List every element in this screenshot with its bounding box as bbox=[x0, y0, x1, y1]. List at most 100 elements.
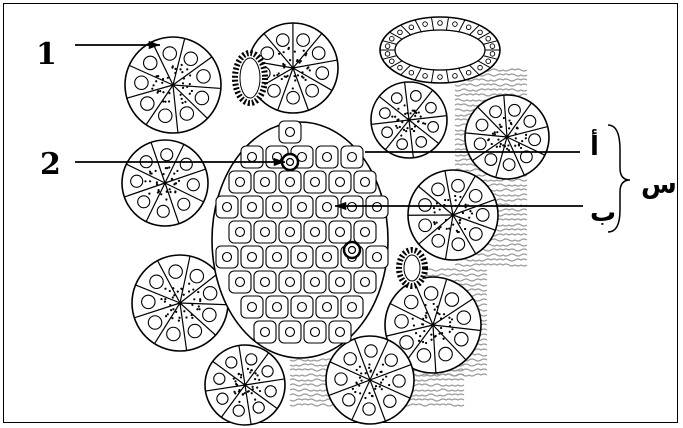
zymogen-granule bbox=[160, 193, 162, 195]
zymogen-granule bbox=[258, 379, 260, 381]
cell-nucleus bbox=[138, 196, 150, 208]
islet-nucleus bbox=[361, 178, 370, 187]
zymogen-granule bbox=[235, 383, 237, 385]
zymogen-granule bbox=[413, 324, 415, 326]
zymogen-granule bbox=[151, 172, 153, 174]
zymogen-granule bbox=[306, 67, 308, 69]
cell-nucleus bbox=[476, 119, 488, 131]
zymogen-granule bbox=[424, 304, 426, 306]
zymogen-granule bbox=[404, 113, 406, 115]
cell-nucleus bbox=[141, 97, 154, 110]
islet-nucleus bbox=[336, 278, 345, 287]
zymogen-granule bbox=[281, 78, 283, 80]
zymogen-granule bbox=[525, 134, 527, 136]
zymogen-granule bbox=[189, 74, 191, 76]
cell-nucleus bbox=[214, 373, 225, 384]
cell-nucleus bbox=[419, 199, 432, 212]
islet-nucleus bbox=[261, 178, 270, 187]
islet-nucleus bbox=[311, 328, 320, 337]
cell-nucleus bbox=[397, 139, 408, 150]
islet-nucleus bbox=[311, 178, 320, 187]
zymogen-granule bbox=[144, 180, 146, 182]
cell-nucleus bbox=[246, 354, 257, 365]
cell-nucleus bbox=[226, 357, 237, 368]
zymogen-granule bbox=[185, 316, 187, 318]
zymogen-granule bbox=[471, 212, 473, 214]
islet-nucleus bbox=[248, 303, 257, 312]
zymogen-granule bbox=[191, 314, 193, 316]
zymogen-granule bbox=[255, 372, 257, 374]
zymogen-granule bbox=[368, 363, 370, 365]
islet-nucleus bbox=[261, 228, 270, 237]
cell-nucleus bbox=[144, 56, 157, 69]
cell-nucleus bbox=[163, 47, 176, 60]
zymogen-granule bbox=[412, 109, 414, 111]
zymogen-granule bbox=[518, 143, 520, 145]
zymogen-granule bbox=[169, 188, 171, 190]
zymogen-granule bbox=[391, 116, 393, 118]
zymogen-granule bbox=[162, 78, 164, 80]
cell-nucleus bbox=[416, 137, 427, 148]
cell-nucleus bbox=[439, 347, 452, 360]
zymogen-granule bbox=[186, 68, 188, 70]
duct-nucleus bbox=[478, 30, 483, 35]
islet-nucleus bbox=[248, 203, 257, 212]
cell-nucleus bbox=[187, 179, 199, 191]
cell-nucleus bbox=[169, 265, 182, 278]
islet-nucleus bbox=[298, 303, 307, 312]
connective-fibre bbox=[455, 259, 527, 261]
zymogen-granule bbox=[238, 389, 240, 391]
zymogen-granule bbox=[162, 173, 164, 175]
islet-nucleus bbox=[311, 228, 320, 237]
duct-nucleus bbox=[385, 44, 390, 49]
zymogen-granule bbox=[172, 287, 174, 289]
label-b: ب bbox=[590, 200, 616, 226]
zymogen-granule bbox=[303, 50, 305, 52]
zymogen-granule bbox=[178, 180, 180, 182]
zymogen-granule bbox=[494, 131, 496, 133]
islet bbox=[212, 121, 388, 358]
zymogen-granule bbox=[352, 388, 354, 390]
islet-nucleus bbox=[273, 303, 282, 312]
acinus bbox=[371, 82, 447, 158]
zymogen-granule bbox=[430, 334, 432, 336]
zymogen-granule bbox=[178, 317, 180, 319]
zymogen-granule bbox=[359, 392, 361, 394]
zymogen-granule bbox=[282, 63, 284, 65]
zymogen-granule bbox=[250, 369, 252, 371]
zymogen-granule bbox=[259, 390, 261, 392]
zymogen-granule bbox=[294, 51, 296, 53]
zymogen-granule bbox=[172, 65, 174, 67]
zymogen-granule bbox=[451, 328, 453, 330]
zymogen-granule bbox=[445, 219, 447, 221]
duct-nucleus bbox=[385, 52, 390, 57]
zymogen-granule bbox=[442, 338, 444, 340]
zymogen-granule bbox=[413, 130, 415, 132]
cell-nucleus bbox=[380, 108, 391, 119]
zymogen-granule bbox=[183, 294, 185, 296]
zymogen-granule bbox=[414, 125, 416, 127]
zymogen-granule bbox=[180, 288, 182, 290]
zymogen-granule bbox=[449, 331, 451, 333]
zymogen-granule bbox=[165, 167, 167, 169]
zymogen-granule bbox=[491, 143, 493, 145]
islet-nucleus bbox=[336, 228, 345, 237]
cell-nucleus bbox=[159, 109, 172, 122]
islet-nucleus bbox=[323, 153, 332, 162]
duct-nucleus bbox=[486, 59, 491, 64]
cell-nucleus bbox=[261, 47, 274, 60]
zymogen-granule bbox=[394, 116, 396, 118]
zymogen-granule bbox=[423, 330, 425, 332]
zymogen-granule bbox=[294, 75, 296, 77]
zymogen-granule bbox=[234, 380, 236, 382]
zymogen-granule bbox=[412, 318, 414, 320]
duct-nucleus bbox=[453, 22, 458, 27]
islet-nucleus bbox=[236, 228, 245, 237]
cell-nucleus bbox=[476, 209, 489, 222]
zymogen-granule bbox=[199, 300, 201, 302]
islet-nucleus bbox=[286, 328, 295, 337]
cell-nucleus bbox=[135, 76, 148, 89]
zymogen-granule bbox=[181, 98, 183, 100]
zymogen-granule bbox=[435, 222, 437, 224]
cell-nucleus bbox=[233, 405, 244, 416]
